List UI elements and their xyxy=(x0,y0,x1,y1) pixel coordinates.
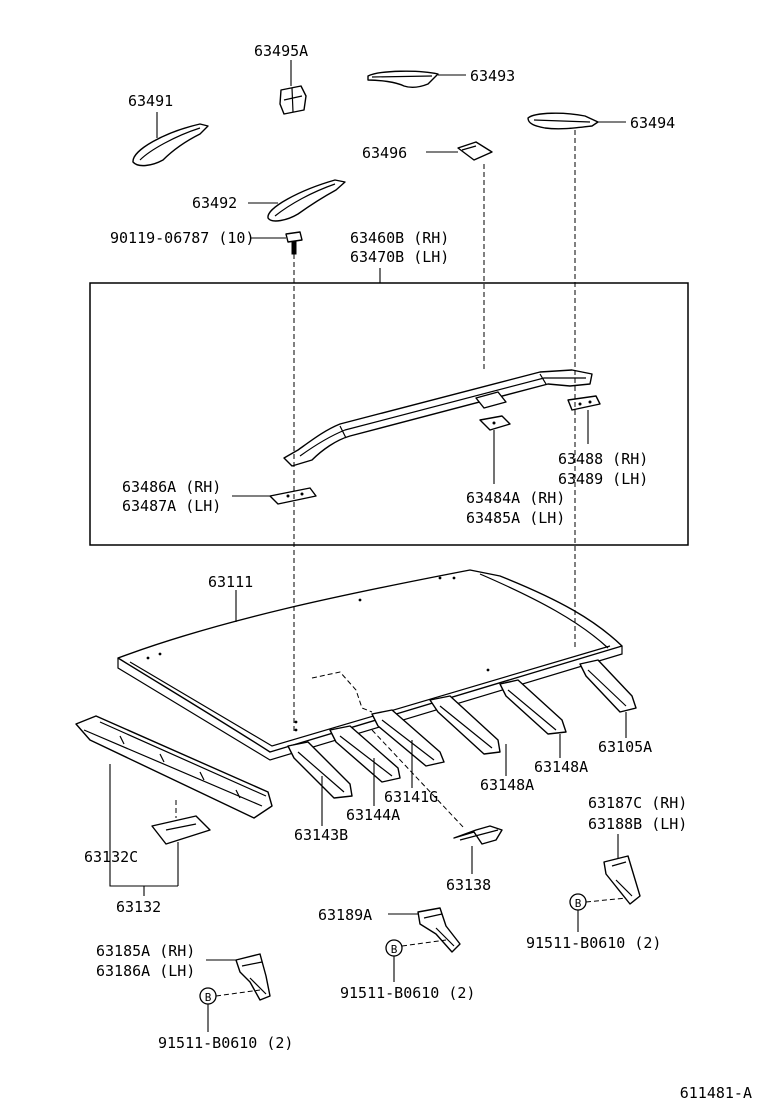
part-63105A-bow[interactable] xyxy=(579,659,637,713)
part-63492[interactable] xyxy=(267,179,346,222)
part-63141G-bow[interactable] xyxy=(371,709,445,767)
insulator-outline xyxy=(311,671,373,713)
callout-63105A: 63105A xyxy=(598,738,652,756)
callout-63186A: 63186A (LH) xyxy=(96,962,195,980)
callout-63494: 63494 xyxy=(630,114,675,132)
callout-63111: 63111 xyxy=(208,573,253,591)
part-63132C-front-header[interactable] xyxy=(75,715,273,819)
callout-63488: 63488 (RH) xyxy=(558,450,648,468)
callout-63132C: 63132C xyxy=(84,848,138,866)
callout-63148A-1: 63148A xyxy=(534,758,588,776)
part-63491[interactable] xyxy=(132,123,209,167)
callout-63144A: 63144A xyxy=(346,806,400,824)
dash-bolt-mid xyxy=(401,939,447,947)
callout-63460B: 63460B (RH) xyxy=(350,229,449,247)
callout-63496: 63496 xyxy=(362,144,407,162)
part-63189A-bracket[interactable] xyxy=(417,907,461,953)
part-63460B-roof-rail[interactable] xyxy=(283,369,593,467)
callout-63484A: 63484A (RH) xyxy=(466,489,565,507)
part-63493[interactable] xyxy=(367,70,439,89)
bolt-marker-mid: B xyxy=(385,939,403,957)
part-63138-clip[interactable] xyxy=(453,825,503,845)
part-63143B-bow[interactable] xyxy=(287,741,353,799)
leader-63132C xyxy=(109,764,178,887)
part-63148A-bow-1[interactable] xyxy=(499,679,567,735)
dash-bolt-left xyxy=(215,989,261,997)
callout-91511-left: 91511-B0610 (2) xyxy=(158,1034,293,1052)
bolt-marker-label: B xyxy=(391,943,398,956)
callout-90119: 90119-06787 (10) xyxy=(110,229,255,247)
callout-63188B: 63188B (LH) xyxy=(588,815,687,833)
part-63187C-bracket[interactable] xyxy=(603,855,641,905)
part-63148A-bow-2[interactable] xyxy=(429,695,501,755)
callout-63486A: 63486A (RH) xyxy=(122,478,221,496)
part-63144A-bow[interactable] xyxy=(329,725,401,783)
callout-91511-right: 91511-B0610 (2) xyxy=(526,934,661,952)
part-63185A-bracket[interactable] xyxy=(235,953,271,1001)
part-63495A[interactable] xyxy=(279,85,307,115)
callout-63132: 63132 xyxy=(116,898,161,916)
dash-63138 xyxy=(371,729,465,829)
figure-code: 611481-A xyxy=(680,1084,752,1102)
part-63494[interactable] xyxy=(527,112,599,130)
callout-63491: 63491 xyxy=(128,92,173,110)
callout-63141G: 63141G xyxy=(384,788,438,806)
part-63486A-pad[interactable] xyxy=(269,487,317,505)
callout-63493: 63493 xyxy=(470,67,515,85)
part-63484A-pad[interactable] xyxy=(479,415,511,431)
callout-63189A: 63189A xyxy=(318,906,372,924)
part-90119-bolt[interactable] xyxy=(285,231,303,255)
callout-63470B: 63470B (LH) xyxy=(350,248,449,266)
part-63488-pad[interactable] xyxy=(567,395,601,411)
callout-63489: 63489 (LH) xyxy=(558,470,648,488)
callout-63492: 63492 xyxy=(192,194,237,212)
callout-63138: 63138 xyxy=(446,876,491,894)
callout-63495A: 63495A xyxy=(254,42,308,60)
callout-63143B: 63143B xyxy=(294,826,348,844)
callout-63485A: 63485A (LH) xyxy=(466,509,565,527)
dash-bolt-right xyxy=(585,897,627,903)
part-63111-roof-panel[interactable] xyxy=(117,569,623,761)
bolt-marker-left: B xyxy=(199,987,217,1005)
callout-63187C: 63187C (RH) xyxy=(588,794,687,812)
roof-rail-assembly-box xyxy=(89,282,689,546)
bolt-marker-label: B xyxy=(205,991,212,1004)
bolt-marker-label: B xyxy=(575,897,582,910)
callout-91511-mid: 91511-B0610 (2) xyxy=(340,984,475,1002)
part-63496[interactable] xyxy=(457,141,493,161)
callout-63148A-2: 63148A xyxy=(480,776,534,794)
part-63132-bracket[interactable] xyxy=(151,815,211,845)
callout-63185A: 63185A (RH) xyxy=(96,942,195,960)
bolt-marker-right: B xyxy=(569,893,587,911)
callout-63487A: 63487A (LH) xyxy=(122,497,221,515)
